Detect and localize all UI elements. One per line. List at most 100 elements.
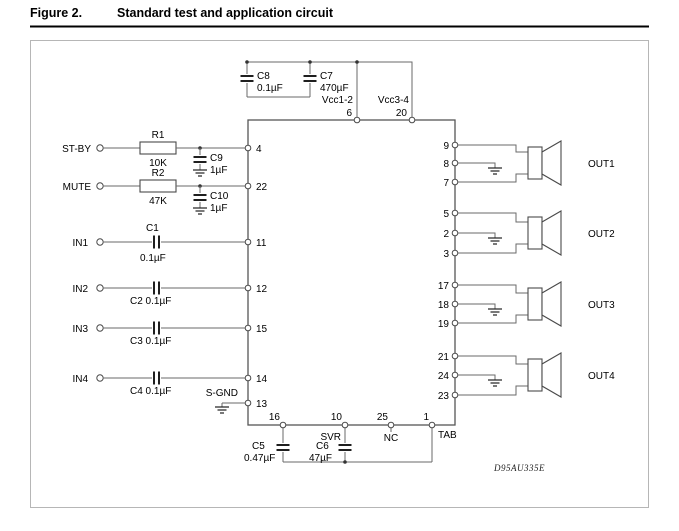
wire	[455, 144, 528, 153]
sgnd-network: S-GND	[206, 388, 248, 414]
pin-circle	[451, 319, 459, 327]
c5-name: C5	[252, 441, 265, 452]
ground-icon	[192, 169, 208, 177]
mute-terminal	[96, 182, 104, 190]
wire	[455, 284, 528, 294]
pin-circle	[451, 178, 459, 186]
ground-icon	[192, 207, 208, 215]
stby-terminal	[96, 144, 104, 152]
in3-network: IN3 C3 0.1µF	[72, 320, 248, 347]
pin-circle	[244, 238, 252, 246]
wire	[455, 314, 528, 324]
pin-circle	[279, 421, 287, 429]
c10-value: 1µF	[210, 203, 227, 214]
c7-capacitor-icon	[302, 75, 318, 82]
wire	[455, 162, 496, 168]
wire	[455, 385, 528, 396]
c7-value: 470µF	[320, 83, 349, 94]
pin-circle	[244, 144, 252, 152]
vcc34-label: Vcc3-4	[378, 95, 410, 106]
pin-circle	[451, 391, 459, 399]
c8-capacitor-icon	[239, 75, 255, 82]
wire	[455, 173, 528, 183]
speaker-icon	[527, 281, 562, 327]
c4-label: C4 0.1µF	[130, 386, 171, 397]
c6-name: C6	[316, 441, 329, 452]
ground-icon	[487, 308, 503, 316]
in2-terminal	[96, 284, 104, 292]
pin-circle	[451, 141, 459, 149]
pin-circle	[244, 182, 252, 190]
pin-number: 6	[346, 108, 352, 119]
c6-capacitor-icon	[337, 444, 353, 451]
pin-number: 8	[443, 159, 449, 170]
pin-circle	[451, 209, 459, 217]
wire	[455, 355, 528, 365]
in1-network: IN1 C1 0.1µF	[72, 223, 248, 264]
r2-resistor-icon	[139, 179, 177, 193]
bottom-network: 16 10 25 1 SVR NC TAB C5 0.47µF C6 47µF	[244, 412, 457, 464]
pin-number: 4	[256, 144, 262, 155]
mute-label: MUTE	[63, 182, 92, 193]
ground-icon	[487, 237, 503, 245]
supply-network: C8 0.1µF C7 470µF Vcc1-2 Vcc3-4 6 20	[239, 60, 416, 124]
out1-label: OUT1	[588, 159, 615, 170]
c7-name: C7	[320, 71, 333, 82]
pin-number: 1	[423, 412, 429, 423]
speaker-icon	[527, 352, 562, 398]
in2-label: IN2	[72, 284, 88, 295]
c9-value: 1µF	[210, 165, 227, 176]
pin-number: 14	[256, 374, 268, 385]
junction-dot	[355, 60, 359, 64]
out4-network: 21 24 23 OUT4	[438, 352, 615, 402]
wire	[455, 374, 496, 380]
junction-dot	[308, 60, 312, 64]
in4-network: IN4 C4 0.1µF	[72, 370, 248, 397]
ground-icon	[214, 406, 230, 414]
pin-number: 17	[438, 281, 450, 292]
mute-network: MUTE R2 47K C10 1µF	[63, 168, 248, 215]
sgnd-label: S-GND	[206, 388, 238, 399]
pin-circle	[451, 159, 459, 167]
c1-capacitor-icon	[153, 234, 160, 250]
left-pins: 4 22 11 12 15 14 13	[244, 144, 268, 410]
c4-capacitor-icon	[153, 370, 160, 386]
c9-capacitor-icon	[192, 156, 208, 163]
c10-name: C10	[210, 191, 229, 202]
ic-body	[247, 119, 456, 426]
figure-title: Standard test and application circuit	[117, 6, 334, 20]
r1-value: 10K	[149, 158, 167, 169]
pin-number: 24	[438, 371, 450, 382]
figure-label: Figure 2.	[30, 6, 82, 20]
pin-circle	[451, 300, 459, 308]
junction-dot	[343, 460, 347, 464]
pin-number: 22	[256, 182, 268, 193]
pin-number: 7	[443, 178, 449, 189]
c10-capacitor-icon	[192, 194, 208, 201]
pin-number: 13	[256, 399, 268, 410]
pin-circle	[353, 116, 361, 124]
nc-label: NC	[384, 433, 398, 444]
out2-label: OUT2	[588, 229, 615, 240]
pin-number: 23	[438, 391, 450, 402]
drawing-code: D95AU335E	[493, 463, 545, 473]
pin-number: 21	[438, 352, 450, 363]
c3-capacitor-icon	[153, 320, 160, 336]
in3-terminal	[96, 324, 104, 332]
pin-circle	[244, 399, 252, 407]
stby-network: ST-BY R1 10K C9 1µF	[62, 130, 248, 177]
pin-number: 16	[269, 412, 281, 423]
c8-value: 0.1µF	[257, 83, 283, 94]
out1-network: 9 8 7 OUT1	[443, 140, 615, 189]
in2-network: IN2 C2 0.1µF	[72, 280, 248, 307]
pin-number: 15	[256, 324, 268, 335]
pin-circle	[451, 352, 459, 360]
pin-number: 11	[256, 238, 267, 249]
c2-capacitor-icon	[153, 280, 160, 296]
pin-number: 10	[331, 412, 343, 423]
speaker-icon	[527, 140, 562, 186]
pin-number: 20	[396, 108, 408, 119]
r2-name: R2	[152, 168, 165, 179]
pin-circle	[408, 116, 416, 124]
